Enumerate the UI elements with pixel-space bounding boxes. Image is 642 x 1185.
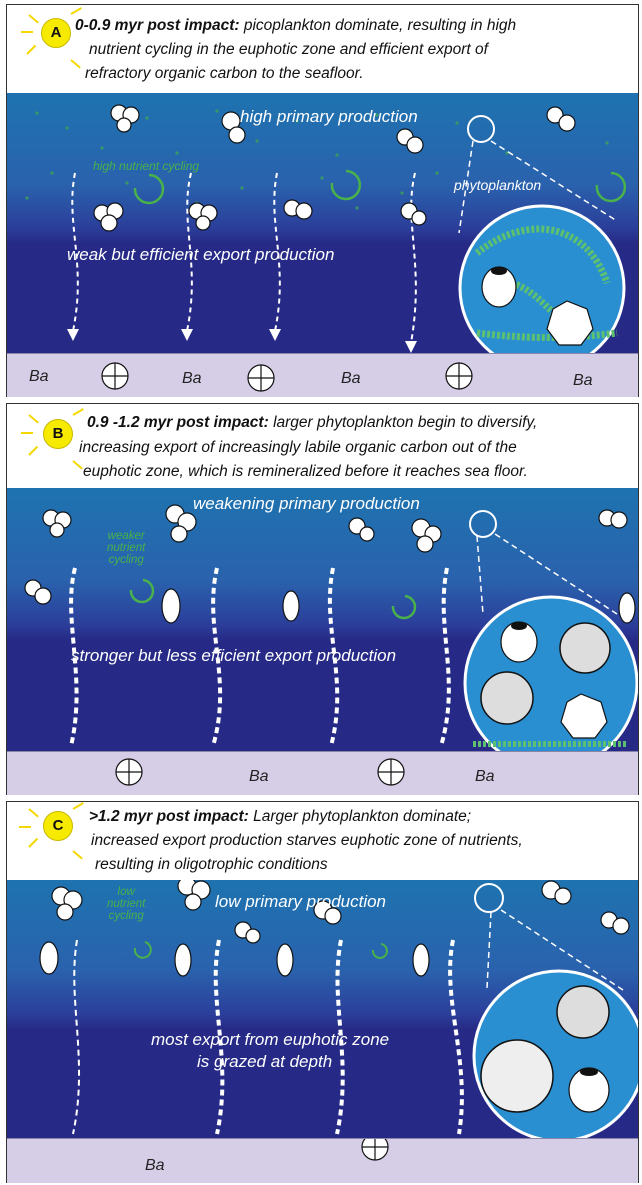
panel-b-caption-line3: euphotic zone, which is remineralized be… (83, 463, 528, 480)
foraminifera-icons (93, 104, 576, 232)
panel-a-caption-line2: nutrient cycling in the euphotic zone an… (89, 41, 488, 58)
panel-a-caption-line1-rest: picoplankton dominate, resulting in high (239, 17, 517, 34)
panel-c-cycling-line3: cycling (108, 910, 144, 923)
phytoplankton-inset (472, 883, 638, 1138)
panel-c-badge: C (43, 811, 73, 841)
panel-b-floor-shells (115, 758, 405, 786)
panel-a-badge: A (41, 18, 71, 48)
panel-a-caption-line1: 0-0.9 myr post impact: picoplankton domi… (75, 17, 516, 35)
panel-c-caption-line2: increased export production starves euph… (91, 832, 523, 849)
panel-a-surface-label: high primary production (240, 107, 418, 126)
panel-b-cycling-label: weaker nutrient cycling (107, 530, 145, 566)
panel-a-ocean: high primary production high nutrient cy… (7, 93, 638, 353)
phytoplankton-inset (458, 115, 626, 353)
panel-b-ba-1: Ba (249, 768, 269, 785)
panel-b-caption-line1: 0.9 -1.2 myr post impact: larger phytopl… (87, 414, 537, 432)
phytoplankton-inset (463, 510, 638, 751)
export-arrows (71, 172, 417, 344)
panel-a-ba-4: Ba (573, 372, 593, 389)
panel-b-cycling-line1: weaker (107, 530, 145, 542)
panel-a-export-label: weak but efficient export production (67, 245, 335, 264)
panel-c-cycling-line1: low (117, 886, 135, 898)
panel-b-ba-2: Ba (475, 768, 495, 785)
foraminifera-icons (39, 880, 630, 977)
nutrient-cycle-arrows (133, 941, 388, 959)
panel-a-caption-bold: 0-0.9 myr post impact: (75, 17, 240, 34)
foraminifera-icons (24, 504, 636, 624)
panel-a-ba-1: Ba (29, 368, 49, 385)
panel-b-scene (24, 504, 638, 751)
panel-b-cycling-line2: nutrient (107, 542, 146, 555)
panel-b-seafloor: Ba Ba (7, 751, 638, 795)
panel-a-floor-shells (101, 362, 473, 392)
panel-a-cycling-label: high nutrient cycling (93, 159, 200, 173)
panel-c-ba-1: Ba (145, 1157, 165, 1174)
panel-c: C >1.2 myr post impact: Larger phytoplan… (6, 801, 639, 1183)
panel-a-seafloor: Ba Ba Ba Ba (7, 353, 638, 397)
panel-a: A 0-0.9 myr post impact: picoplankton do… (6, 4, 639, 397)
arrow-heads (67, 329, 417, 353)
panel-c-caption-line1-rest: Larger phytoplankton dominate; (248, 808, 472, 825)
panel-b: B 0.9 -1.2 myr post impact: larger phyto… (6, 403, 639, 795)
panel-c-caption-line3: resulting in oligotrophic conditions (95, 856, 328, 873)
panel-b-cycling-line3: cycling (108, 554, 144, 567)
panel-b-ocean: weakening primary production weaker nutr… (7, 488, 638, 751)
panel-c-cycling-line2: nutrient (107, 898, 146, 911)
panel-b-caption-line1-rest: larger phytoplankton begin to diversify, (268, 414, 538, 431)
panel-c-caption-line1: >1.2 myr post impact: Larger phytoplankt… (89, 808, 471, 826)
export-arrows (72, 939, 464, 1135)
panel-b-caption-bold: 0.9 -1.2 myr post impact: (87, 414, 269, 431)
panel-a-ba-2: Ba (182, 370, 202, 387)
panel-a-caption-line3: refractory organic carbon to the seafloo… (85, 65, 364, 82)
panel-a-ba-3: Ba (341, 370, 361, 387)
panel-c-floor-shells (361, 1139, 389, 1161)
panel-c-ocean: low primary production low nutrient cycl… (7, 880, 638, 1138)
panel-b-caption-line2: increasing export of increasingly labile… (79, 439, 517, 456)
panel-a-scene (25, 104, 627, 353)
nutrient-cycle-arrows (133, 169, 627, 205)
panel-b-export-label: stronger but less efficient export produ… (71, 646, 397, 665)
panel-c-surface-label: low primary production (215, 892, 387, 911)
panel-c-caption-bold: >1.2 myr post impact: (89, 808, 249, 825)
panel-b-badge: B (43, 419, 73, 449)
panel-b-surface-label: weakening primary production (193, 494, 420, 513)
panel-c-cycling-label: low nutrient cycling (107, 886, 145, 922)
panel-c-seafloor: Ba (7, 1138, 638, 1183)
nutrient-cycle-arrows (129, 578, 417, 620)
export-arrows (69, 567, 451, 747)
panel-c-scene (39, 880, 638, 1138)
panel-c-export-label-line1: most export from euphotic zone (151, 1030, 390, 1049)
panel-a-inset-label: phytoplankton (454, 177, 542, 193)
panel-c-export-label-line2: is grazed at depth (197, 1052, 333, 1071)
